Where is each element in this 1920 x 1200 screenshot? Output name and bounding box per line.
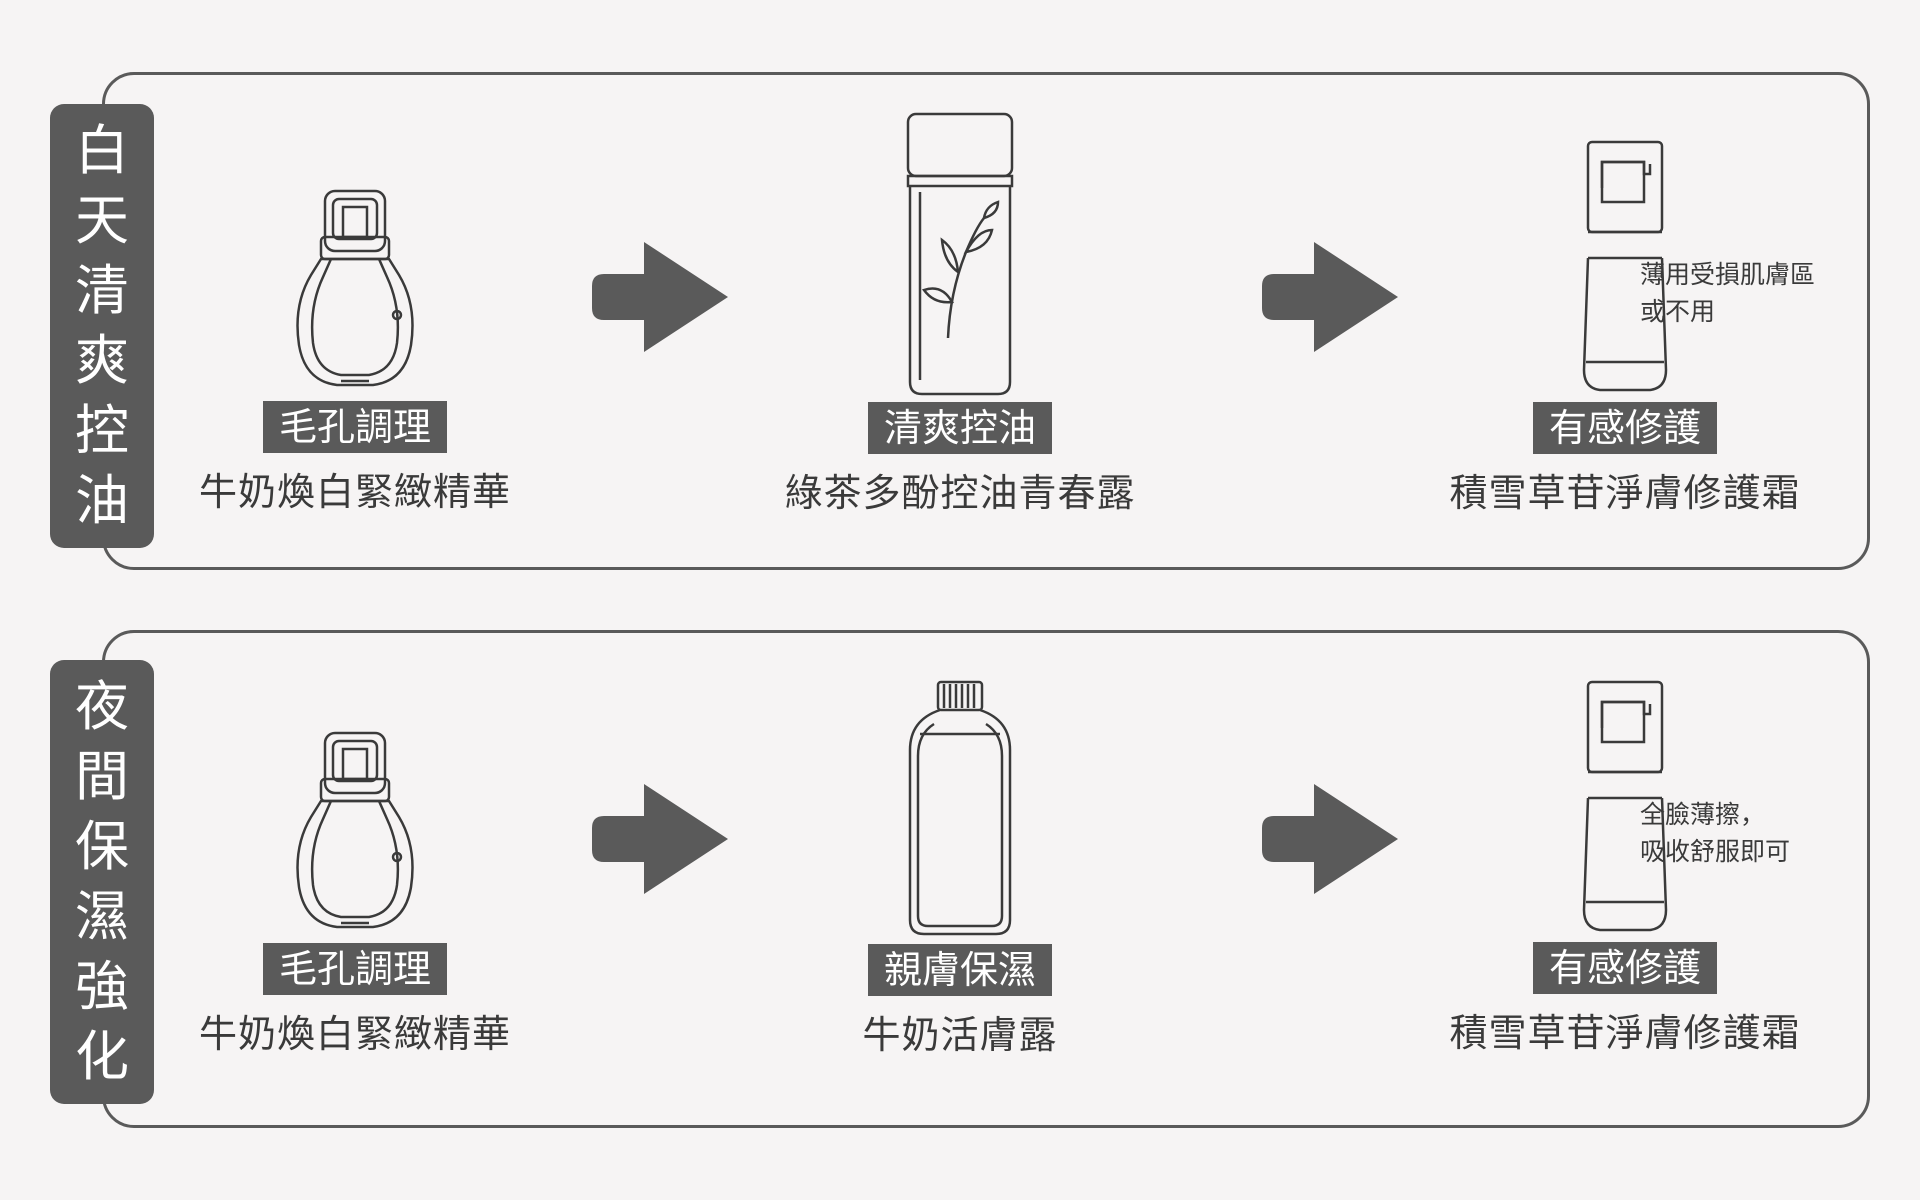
night-step-3: 有感修護 積雪草苷淨膚修護霜	[1415, 680, 1835, 1057]
arrow-right-icon	[592, 242, 728, 352]
usage-note: 全臉薄擦， 吸收舒服即可	[1640, 796, 1790, 870]
usage-note-line: 薄用受損肌膚區	[1640, 260, 1816, 289]
step-category-badge: 毛孔調理	[262, 401, 447, 453]
night-routine-title: 夜 間 保 濕 強 化	[50, 660, 154, 1104]
usage-note: 薄用受損肌膚區 或不用	[1640, 256, 1815, 330]
step-category-badge: 毛孔調理	[262, 943, 447, 995]
title-char: 白	[75, 119, 129, 182]
pump-serum-bottle-icon	[296, 731, 414, 929]
product-name: 牛奶煥白緊緻精華	[198, 470, 511, 514]
title-char: 控	[75, 399, 129, 462]
night-step-2: 親膚保濕 牛奶活膚露	[750, 680, 1170, 1059]
day-step-1: 毛孔調理 牛奶煥白緊緻精華	[145, 185, 565, 516]
airless-pump-bottle-icon	[1582, 140, 1668, 392]
day-routine-title: 白 天 清 爽 控 油	[50, 104, 154, 548]
night-step-1: 毛孔調理 牛奶煥白緊緻精華	[145, 727, 565, 1058]
title-char: 清	[75, 259, 129, 322]
usage-note-line: 吸收舒服即可	[1640, 837, 1791, 866]
airless-pump-bottle-icon	[1582, 680, 1668, 932]
step-category-badge: 有感修護	[1532, 942, 1717, 994]
title-char: 天	[75, 189, 129, 252]
title-char: 油	[75, 469, 129, 532]
step-category-badge: 有感修護	[1532, 402, 1717, 454]
step-category-badge: 清爽控油	[867, 402, 1052, 454]
title-char: 保	[75, 815, 129, 878]
day-step-3: 有感修護 積雪草苷淨膚修護霜	[1415, 140, 1835, 517]
day-step-2: 清爽控油 綠茶多酚控油青春露	[750, 112, 1170, 517]
leaf-toner-bottle-icon	[906, 112, 1014, 396]
arrow-right-icon	[592, 784, 728, 894]
product-name: 積雪草苷淨膚修護霜	[1449, 1011, 1801, 1055]
title-char: 強	[75, 955, 129, 1018]
product-name: 積雪草苷淨膚修護霜	[1449, 471, 1801, 515]
title-char: 夜	[75, 675, 129, 738]
usage-note-line: 全臉薄擦，	[1640, 800, 1766, 829]
product-name: 牛奶活膚露	[862, 1013, 1058, 1057]
screwcap-bottle-icon	[908, 680, 1012, 936]
pump-serum-bottle-icon	[296, 189, 414, 387]
arrow-right-icon	[1262, 242, 1398, 352]
step-category-badge: 親膚保濕	[867, 944, 1052, 996]
arrow-right-icon	[1262, 784, 1398, 894]
product-name: 牛奶煥白緊緻精華	[198, 1012, 511, 1056]
product-name: 綠茶多酚控油青春露	[784, 471, 1136, 515]
title-char: 爽	[75, 329, 129, 392]
title-char: 濕	[75, 885, 129, 948]
title-char: 化	[75, 1025, 129, 1088]
title-char: 間	[75, 745, 129, 808]
usage-note-line: 或不用	[1640, 297, 1716, 326]
